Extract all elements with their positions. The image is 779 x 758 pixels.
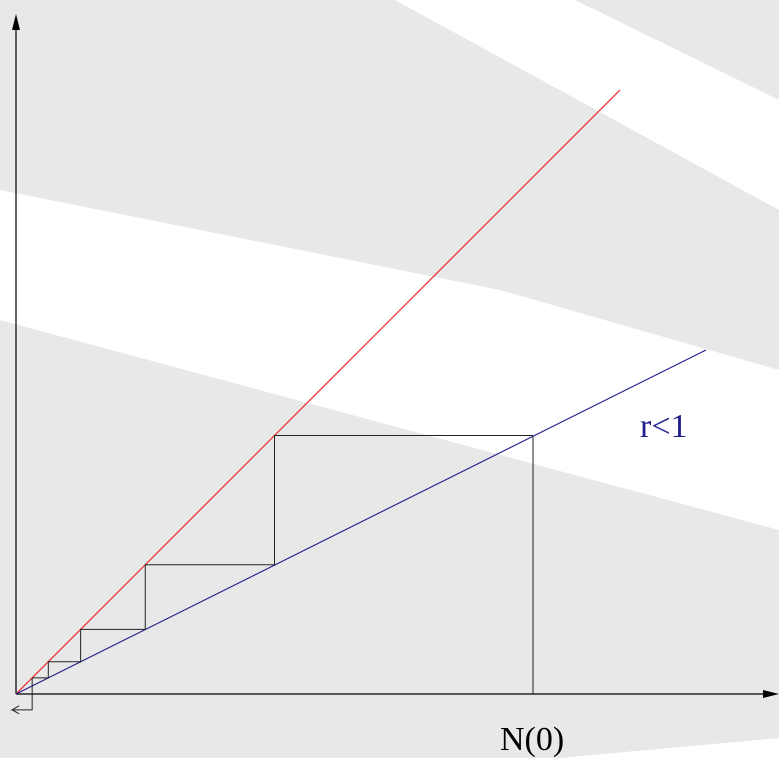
y-axis-arrowhead bbox=[12, 14, 20, 30]
identity-line bbox=[15, 89, 621, 695]
x-axis-arrowhead bbox=[763, 690, 779, 698]
cobweb-arrowhead bbox=[10, 677, 33, 715]
axes bbox=[12, 14, 779, 698]
background-band bbox=[575, 0, 779, 100]
start-point-label: N(0) bbox=[500, 721, 564, 758]
cobweb-path bbox=[32, 435, 533, 679]
background-band bbox=[0, 320, 779, 758]
background-band bbox=[0, 0, 779, 370]
growth-line-label: r<1 bbox=[640, 408, 688, 445]
growth-line bbox=[15, 349, 707, 695]
